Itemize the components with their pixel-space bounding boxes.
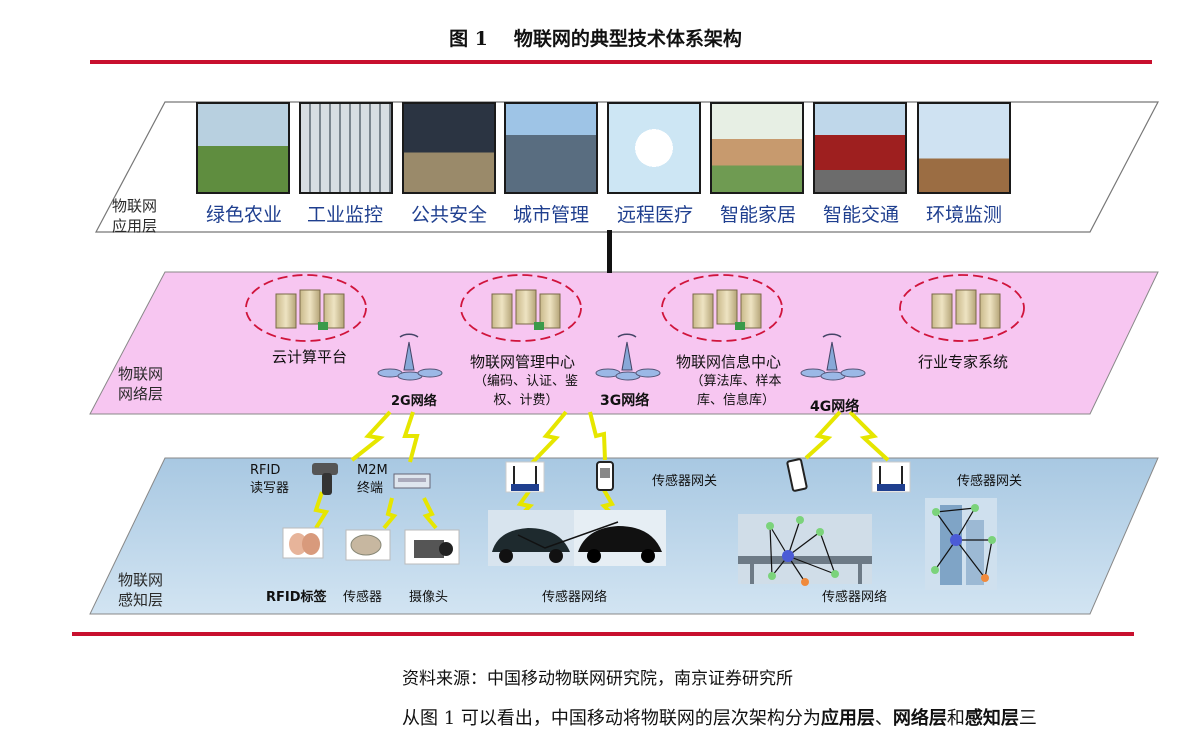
gateway-label-1: 传感器网关 bbox=[652, 474, 718, 489]
app-label-city: 城市管理 bbox=[513, 204, 590, 226]
server-cluster-management bbox=[460, 274, 582, 342]
truck-photo bbox=[813, 102, 907, 194]
car-photo-2 bbox=[574, 510, 666, 566]
network-2g: 2G网络 bbox=[391, 394, 437, 409]
rfid-reader-label: RFID 读写器 bbox=[250, 463, 290, 496]
rfid-reader-icon bbox=[312, 463, 338, 495]
network-4g: 4G网络 bbox=[810, 399, 860, 415]
cell-tower-2g bbox=[377, 333, 443, 381]
weather-station-photo bbox=[917, 102, 1011, 194]
sensor-label: 传感器 bbox=[343, 590, 383, 605]
car-sensor-link bbox=[517, 521, 619, 549]
server-cluster-information bbox=[661, 274, 783, 342]
platform-management-sub: （编码、认证、鉴 权、计费） bbox=[473, 374, 578, 408]
sensor-icon bbox=[345, 529, 391, 561]
sensor-network-label-2: 传感器网络 bbox=[822, 590, 888, 605]
cell-tower-4g bbox=[800, 333, 866, 381]
cell-tower-3g bbox=[595, 333, 661, 381]
app-label-traffic: 智能交通 bbox=[823, 204, 900, 226]
camera-label: 摄像头 bbox=[409, 590, 449, 605]
body-prefix: 从图 1 可以看出，中国移动将物联网的层次架构分为 bbox=[402, 708, 821, 729]
body-sep-2: 和 bbox=[946, 708, 965, 729]
source-caption: 资料来源：中国移动物联网研究院，南京证券研究所 bbox=[402, 669, 793, 689]
m2m-terminal-label: M2M 终端 bbox=[357, 463, 388, 496]
smart-house-photo bbox=[710, 102, 804, 194]
body-paragraph: 从图 1 可以看出，中国移动将物联网的层次架构分为应用层、网络层和感知层三 bbox=[402, 704, 1037, 730]
top-rule bbox=[90, 60, 1152, 64]
telemedicine-devices-photo bbox=[607, 102, 701, 194]
platform-information: 物联网信息中心 bbox=[676, 353, 782, 371]
platform-cloud: 云计算平台 bbox=[272, 348, 348, 366]
network-layer-plane bbox=[89, 271, 1159, 415]
platform-management: 物联网管理中心 bbox=[470, 353, 576, 371]
router-icon-1 bbox=[505, 461, 545, 493]
car-photo-1 bbox=[488, 510, 574, 566]
app-label-security: 公共安全 bbox=[411, 204, 488, 226]
term-network-layer: 网络层 bbox=[892, 708, 947, 729]
sensing-layer-label: 物联网 感知层 bbox=[118, 571, 164, 609]
figure-title-text: 物联网的典型技术体系架构 bbox=[513, 28, 742, 50]
app-label-environment: 环境监测 bbox=[926, 204, 1003, 226]
body-sep-1: 、 bbox=[874, 708, 893, 729]
app-label-agriculture: 绿色农业 bbox=[206, 204, 283, 226]
router-icon-2 bbox=[871, 461, 911, 493]
gateway-label-2: 传感器网关 bbox=[957, 474, 1023, 489]
m2m-terminal-icon bbox=[393, 473, 431, 489]
server-cluster-cloud bbox=[245, 274, 367, 342]
gateway-device-icon-2 bbox=[786, 458, 808, 492]
sensor-network-label-1: 传感器网络 bbox=[542, 590, 608, 605]
layer-connector bbox=[607, 230, 612, 273]
figure-title: 图 1 物联网的典型技术体系架构 bbox=[0, 24, 1191, 51]
farm-field-photo bbox=[196, 102, 290, 194]
figure-number: 图 1 bbox=[449, 28, 488, 50]
server-cluster-expert bbox=[899, 274, 1025, 342]
app-label-industrial: 工业监控 bbox=[307, 204, 384, 226]
network-layer-label: 物联网 网络层 bbox=[118, 365, 164, 403]
building-sensor-network bbox=[925, 498, 997, 590]
application-layer-label: 物联网 应用层 bbox=[112, 197, 158, 235]
term-application-layer: 应用层 bbox=[820, 708, 875, 729]
network-3g: 3G网络 bbox=[600, 393, 650, 409]
app-label-home: 智能家居 bbox=[720, 204, 797, 226]
gateway-device-icon-1 bbox=[596, 461, 614, 491]
rfid-tag-icon bbox=[282, 527, 324, 559]
rfid-tag-label: RFID标签 bbox=[266, 590, 327, 605]
term-sensing-layer: 感知层 bbox=[964, 708, 1019, 729]
city-skyline-photo bbox=[504, 102, 598, 194]
platform-information-sub: （算法库、样本 库、信息库） bbox=[690, 374, 782, 408]
bridge-sensor-network bbox=[738, 514, 872, 586]
body-suffix: 三 bbox=[1018, 708, 1037, 729]
bottom-rule bbox=[72, 632, 1134, 636]
app-label-medical: 远程医疗 bbox=[617, 204, 694, 226]
power-station-photo bbox=[299, 102, 393, 194]
platform-expert: 行业专家系统 bbox=[918, 353, 1009, 371]
control-room-photo bbox=[402, 102, 496, 194]
camera-icon bbox=[404, 529, 460, 565]
